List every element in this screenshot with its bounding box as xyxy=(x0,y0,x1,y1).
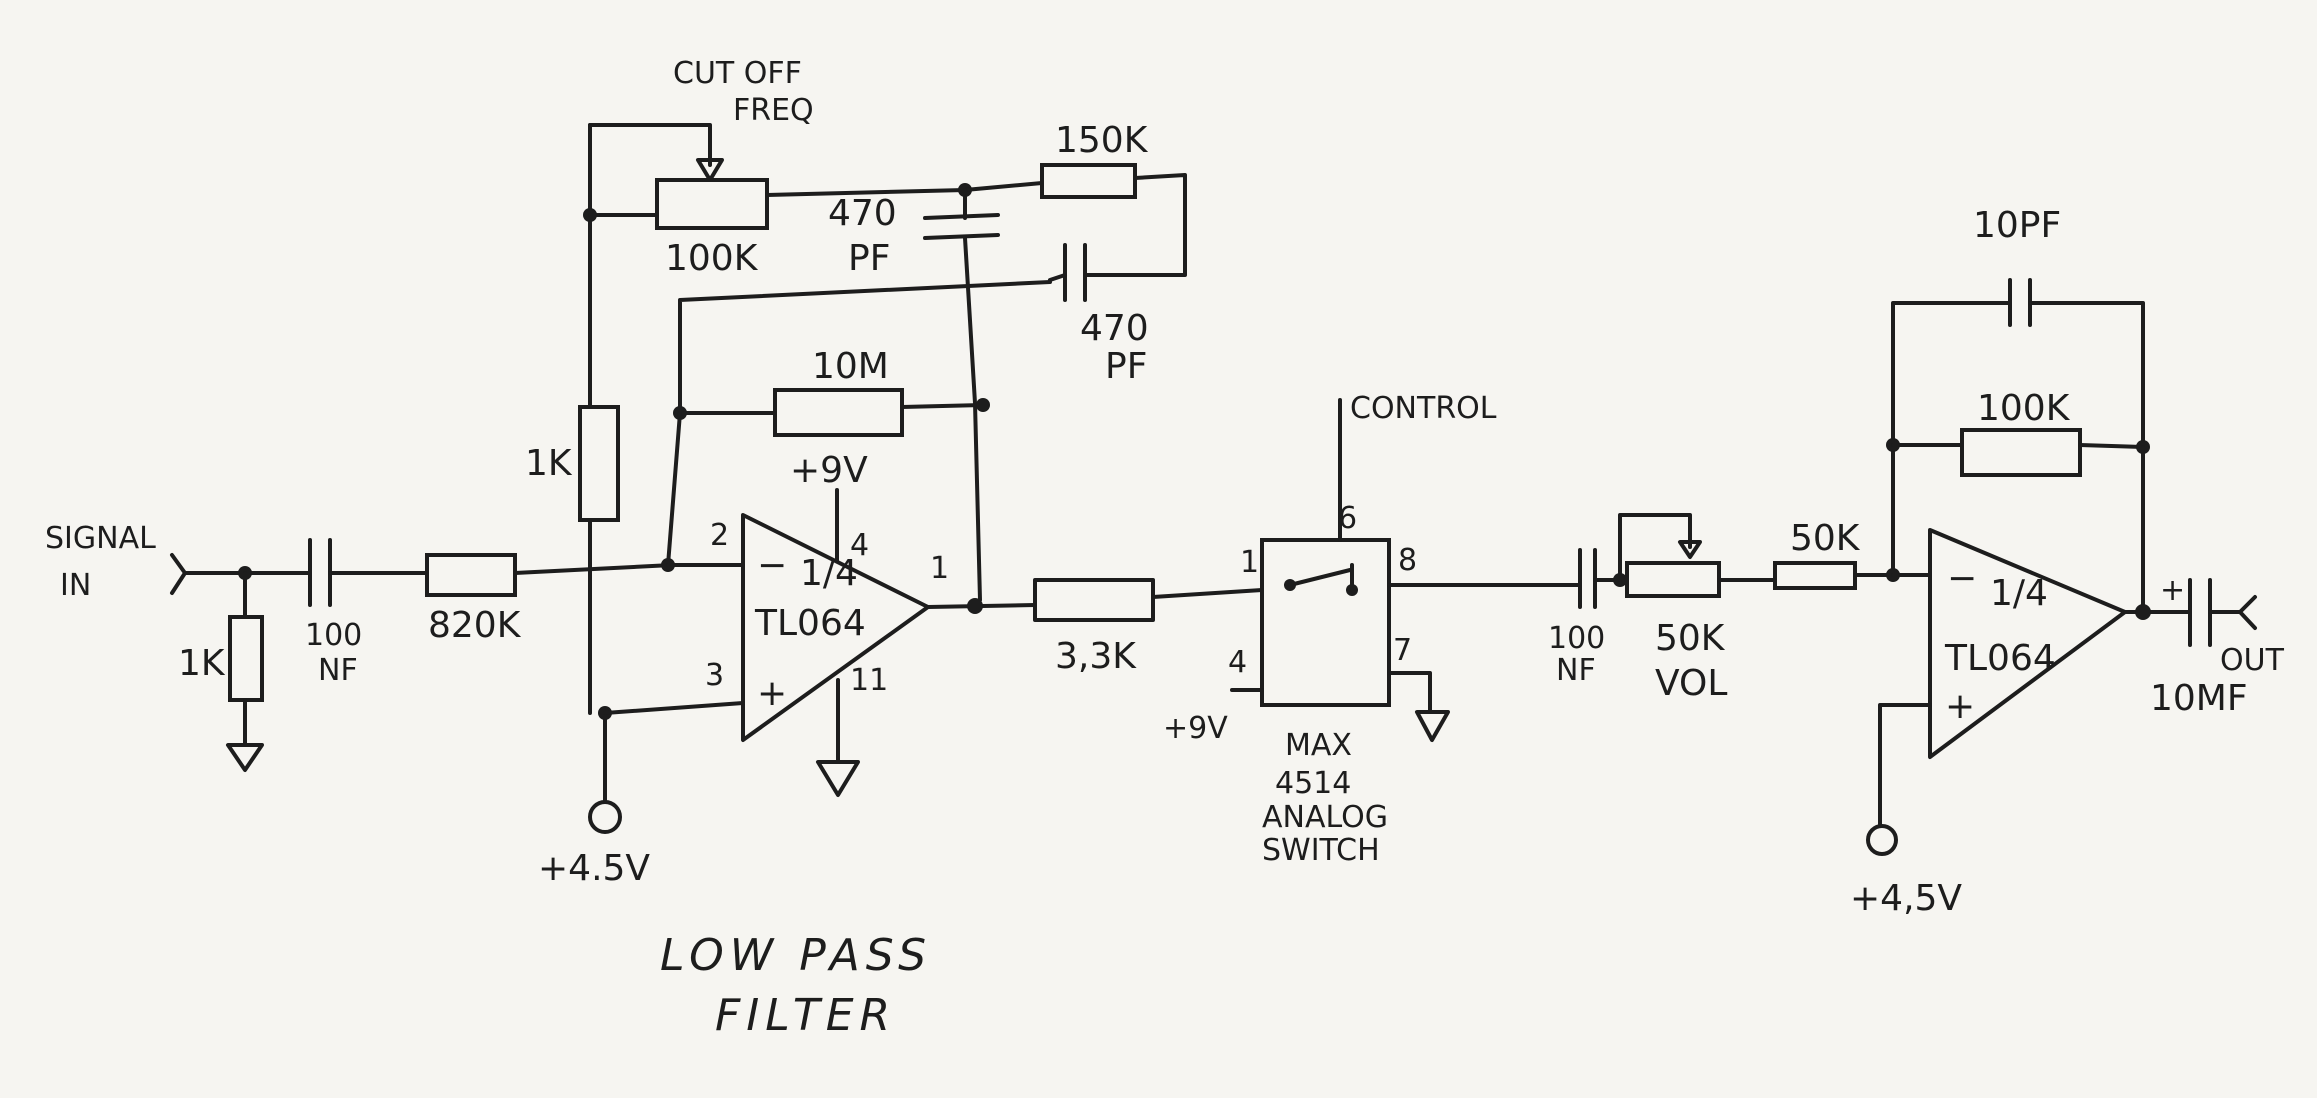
capacitor-10pf xyxy=(2008,278,2032,327)
label-cap-out-plus: + xyxy=(2160,573,2185,608)
label-c-10mf: 10MF xyxy=(2150,678,2248,719)
label-opamp1-name: TL064 xyxy=(754,603,866,644)
label-r-820k: 820K xyxy=(428,605,522,646)
resistor-50k xyxy=(1773,561,1857,590)
label-out: OUT xyxy=(2220,643,2285,678)
switch-box xyxy=(1260,538,1391,707)
label-r-100k-fb: 100K xyxy=(1977,388,2071,429)
label-pin-3: 3 xyxy=(705,658,724,693)
labels: SIGNAL IN 1K 100 NF 820K 1K CUT OFF FREQ… xyxy=(45,56,2285,1041)
label-c470b-val: 470 xyxy=(1080,308,1149,349)
input-section xyxy=(170,538,674,772)
capacitor-470pf-a xyxy=(923,213,1000,240)
ground-symbol xyxy=(816,760,860,797)
potentiometer-100k-cutoff xyxy=(655,178,769,230)
resistor-150k xyxy=(1040,163,1137,199)
label-sw-pin-4: 4 xyxy=(1228,645,1247,680)
label-control: CONTROL xyxy=(1350,391,1497,426)
resistor-3k3 xyxy=(1033,578,1155,622)
label-vplus9-top: +9V xyxy=(790,450,868,491)
label-c-out-unit: NF xyxy=(1556,653,1596,688)
pot-wiper-arrow xyxy=(696,158,724,182)
label-c470a-unit: PF xyxy=(848,238,890,279)
resistor-100k-feedback xyxy=(1960,428,2082,477)
label-opamp1-fraction: 1/4 xyxy=(800,553,858,594)
label-bias-2: +4,5V xyxy=(1850,878,1962,919)
resistor-10m xyxy=(773,388,904,437)
output-jack-arrow xyxy=(2208,595,2257,630)
label-vplus9-sw: +9V xyxy=(1163,711,1228,746)
label-sw-pin-1: 1 xyxy=(1240,545,1259,580)
potentiometer-50k-vol xyxy=(1625,561,1721,598)
label-pin-11: 11 xyxy=(850,663,888,698)
resistor-1k-bias xyxy=(578,405,620,522)
label-in: IN xyxy=(60,568,91,603)
resistor-1k-shunt xyxy=(228,615,264,702)
label-sw-name-1: MAX xyxy=(1285,728,1352,763)
ground-symbol xyxy=(226,743,264,772)
label-r-shunt: 1K xyxy=(178,643,226,684)
bias-terminal-2 xyxy=(1866,824,1898,856)
input-jack-arrow xyxy=(170,553,187,595)
label-opamp2-minus: − xyxy=(1947,558,1977,599)
diagram-title-line-1: LOW PASS xyxy=(660,930,932,981)
label-pot-vol-name: VOL xyxy=(1655,663,1727,704)
capacitor-100nf-in xyxy=(308,538,332,607)
label-r-50k: 50K xyxy=(1790,518,1861,559)
label-pot-cutoff: 100K xyxy=(665,238,759,279)
label-c-out-val: 100 xyxy=(1548,621,1605,656)
label-pin-2: 2 xyxy=(710,518,729,553)
bias-terminal-1 xyxy=(588,800,622,834)
label-c-in-val: 100 xyxy=(305,618,362,653)
label-signal: SIGNAL xyxy=(45,521,156,556)
opamp-2-triangle xyxy=(1928,528,2127,759)
capacitor-10mf xyxy=(2188,578,2212,647)
ground-symbol xyxy=(1415,710,1450,742)
label-r-bias: 1K xyxy=(525,443,573,484)
label-sw-pin-8: 8 xyxy=(1398,543,1417,578)
resistor-820k xyxy=(425,553,517,597)
label-pot-vol-val: 50K xyxy=(1655,618,1726,659)
label-pin-1: 1 xyxy=(930,551,949,586)
label-opamp2-fraction: 1/4 xyxy=(1990,573,2048,614)
analog-switch xyxy=(1033,398,1582,742)
label-c-in-unit: NF xyxy=(318,653,358,688)
label-r-10m: 10M xyxy=(812,346,889,387)
label-sw-name-4: SWITCH xyxy=(1262,833,1380,868)
capacitor-100nf-out xyxy=(1578,548,1597,609)
diagram-title-line-2: FILTER xyxy=(715,990,896,1041)
label-opamp1-minus: − xyxy=(757,545,787,586)
opamp-2 xyxy=(1866,278,2257,856)
label-c470a-val: 470 xyxy=(828,193,897,234)
label-cutoff: CUT OFF xyxy=(673,56,802,91)
label-opamp1-plus: + xyxy=(757,673,787,714)
label-r-150k: 150K xyxy=(1055,120,1149,161)
label-sw-name-3: ANALOG xyxy=(1262,800,1388,835)
label-opamp2-name: TL064 xyxy=(1944,638,2056,679)
label-freq: FREQ xyxy=(733,93,814,128)
cutoff-network xyxy=(578,123,1187,802)
opamp-1 xyxy=(588,488,1037,834)
label-r-3k3: 3,3K xyxy=(1055,636,1137,677)
label-c470b-unit: PF xyxy=(1105,346,1147,387)
label-sw-pin-7: 7 xyxy=(1393,633,1412,668)
volume-section xyxy=(1578,513,1900,609)
label-pin-4: 4 xyxy=(850,528,869,563)
label-sw-name-2: 4514 xyxy=(1275,766,1351,801)
capacitor-470pf-b xyxy=(1063,243,1087,302)
label-opamp2-plus: + xyxy=(1945,686,1975,727)
pot-wiper-arrow xyxy=(1678,540,1702,559)
label-bias-1: +4.5V xyxy=(538,848,650,889)
label-sw-pin-6: 6 xyxy=(1338,501,1357,536)
label-c-10pf: 10PF xyxy=(1973,205,2061,246)
